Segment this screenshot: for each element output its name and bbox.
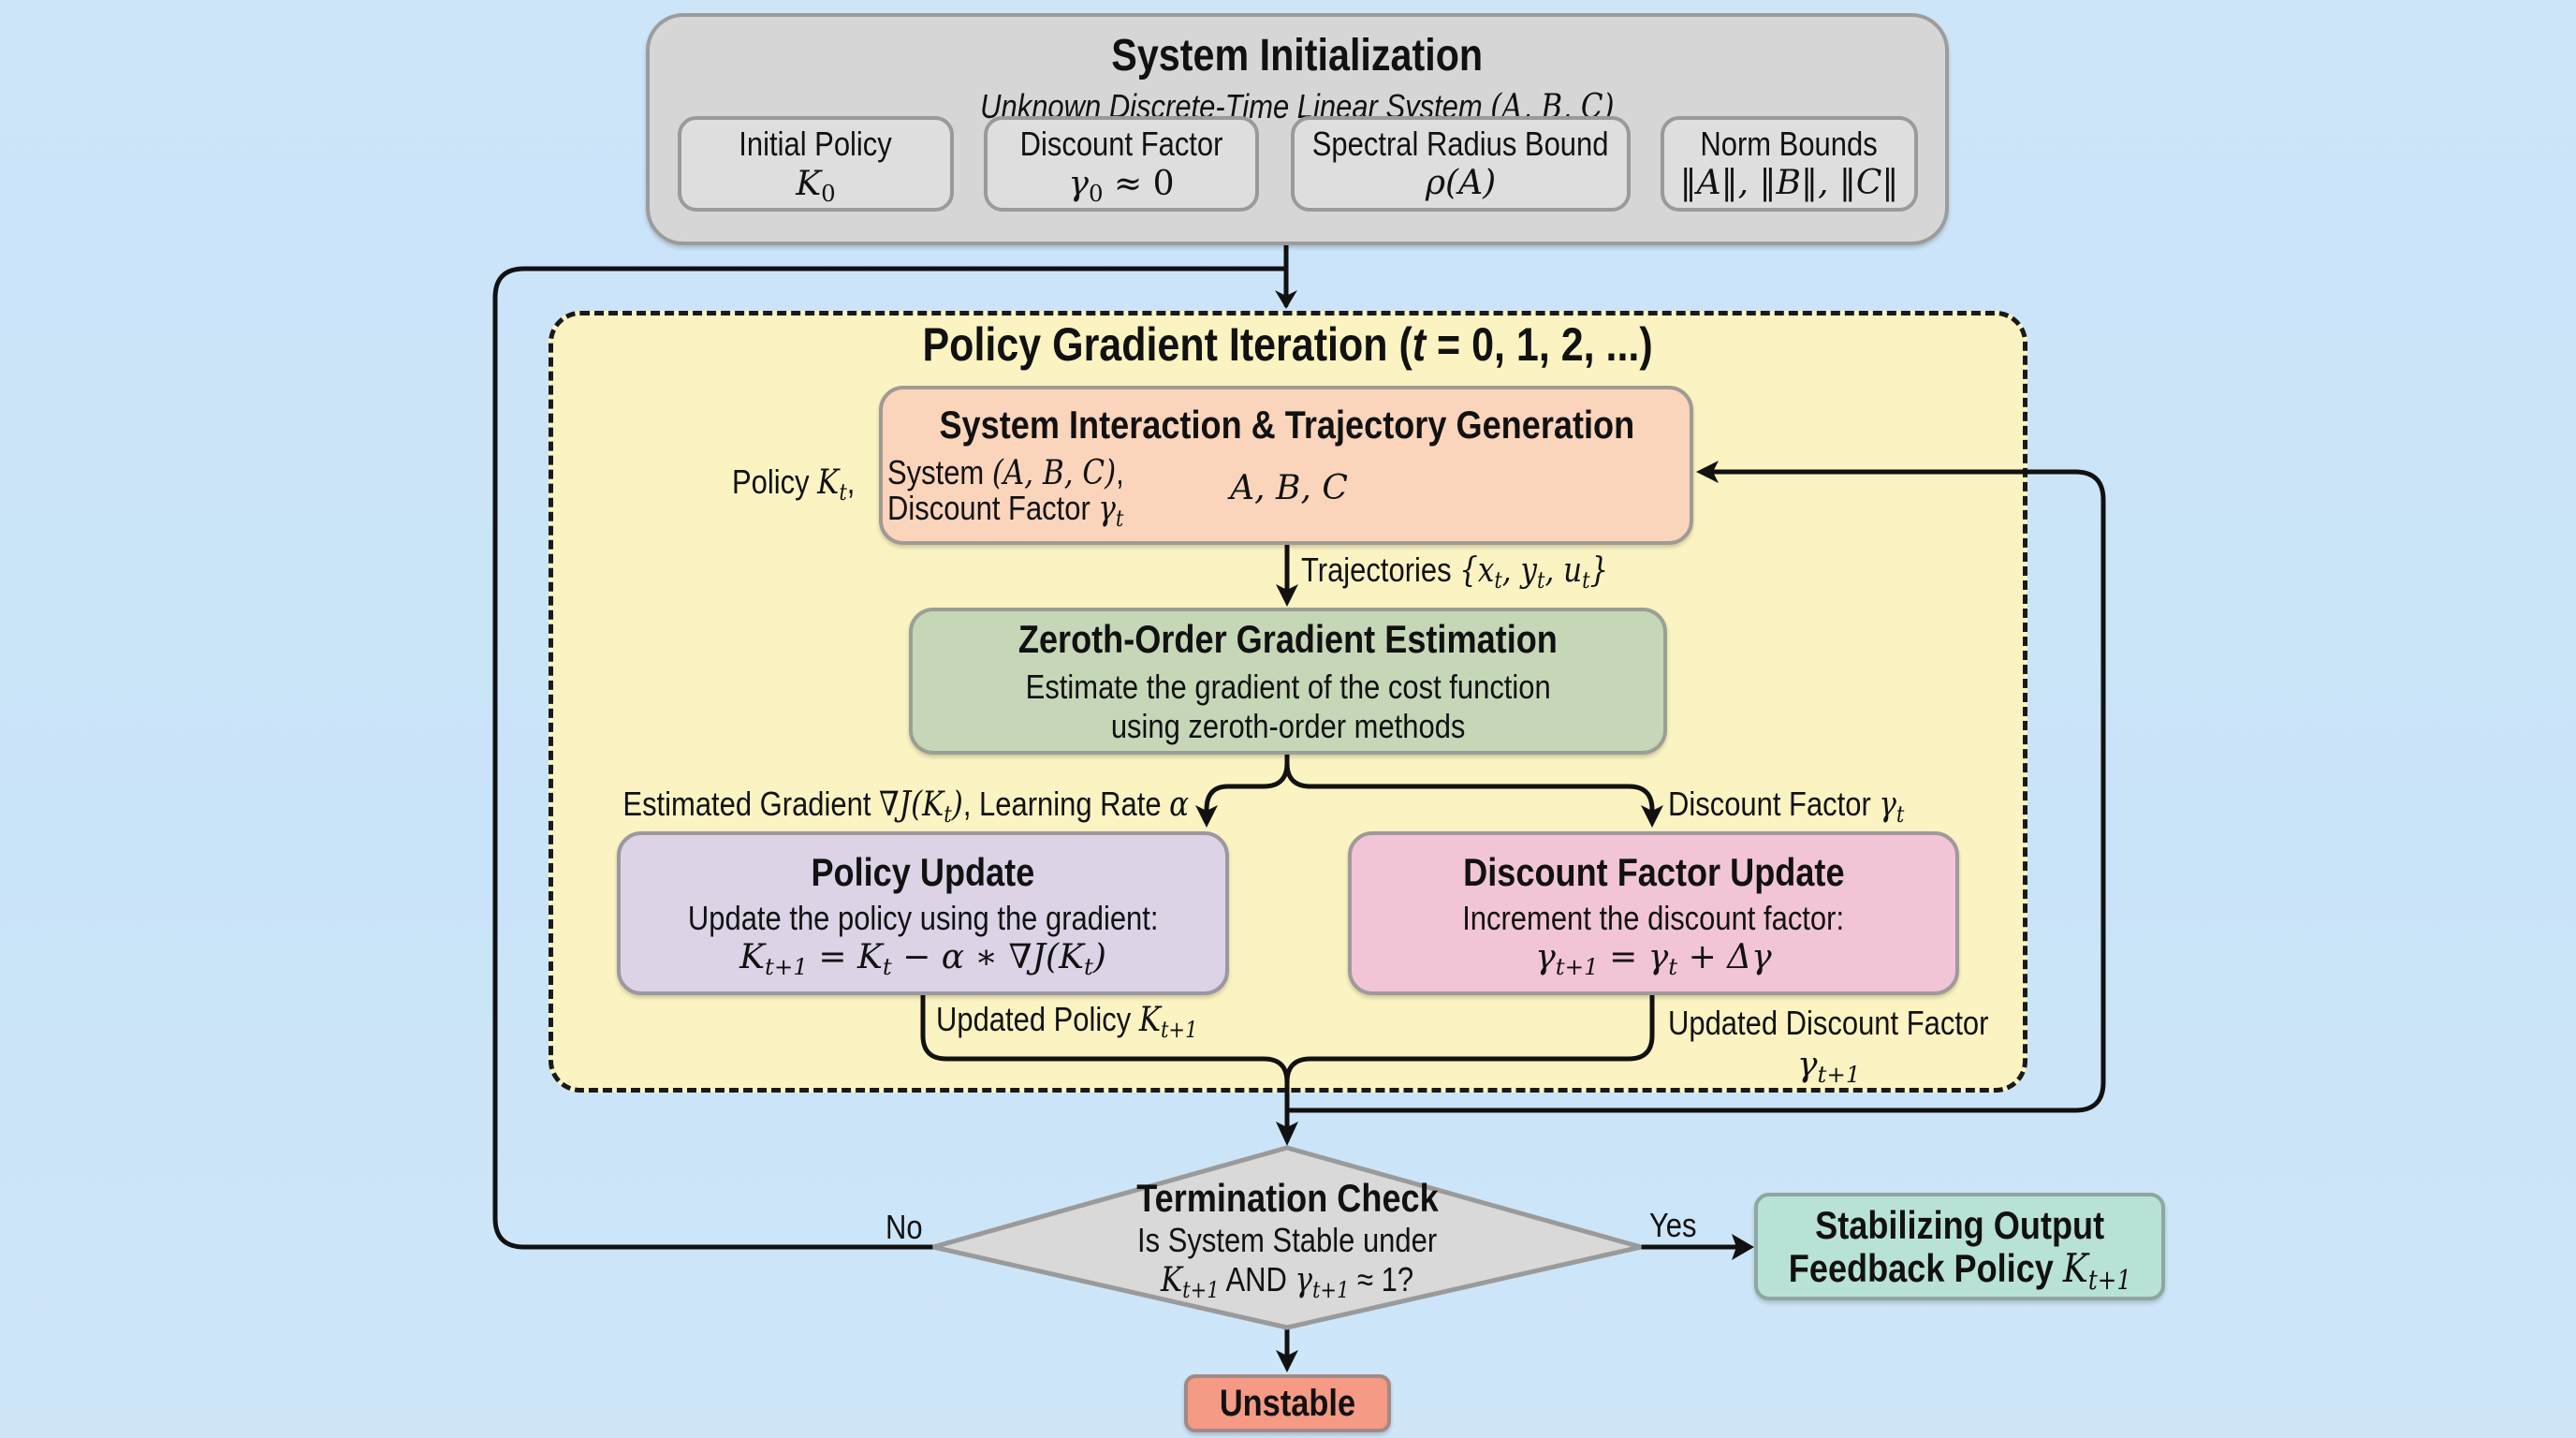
system-interaction-title: System Interaction & Trajectory Generati… xyxy=(939,403,1635,447)
termination-condition-line1: Is System Stable under xyxy=(1136,1221,1438,1259)
estimated-gradient-label: Estimated Gradient ∇J(Kt), Learning Rate… xyxy=(622,785,1189,828)
updated-policy-label: Updated Policy Kt+1 xyxy=(936,1000,1198,1043)
stabilizing-output-line1: Stabilizing Output xyxy=(1815,1202,2104,1247)
updated-discount-label: Updated Discount Factor xyxy=(1668,1004,1989,1042)
yes-branch-label: Yes xyxy=(1649,1206,1697,1244)
param-norm-bounds: Norm Bounds ‖A‖, ‖B‖, ‖C‖ xyxy=(1661,116,1918,212)
param-spectral-radius-bound: Spectral Radius Bound ρ(A) xyxy=(1291,116,1631,212)
gradient-estimation-desc-1: Estimate the gradient of the cost functi… xyxy=(1025,667,1551,706)
discount-factor-update-equation: γt+1 = γt + Δγ xyxy=(1535,937,1772,980)
param-discount-factor: Discount Factor γ0 ≈ 0 xyxy=(984,116,1259,212)
updated-discount-symbol: γt+1 xyxy=(1797,1046,1861,1088)
unstable-label: Unstable xyxy=(1219,1382,1356,1424)
policy-update-desc: Update the policy using the gradient: xyxy=(687,898,1159,937)
stabilizing-output-line2: Feedback Policy Kt+1 xyxy=(1788,1244,2131,1296)
discount-factor-update-title: Discount Factor Update xyxy=(1462,849,1845,894)
policy-update-equation: Kt+1 = Kt − α ∗ ∇J(Kt) xyxy=(739,937,1106,980)
gradient-estimation-title: Zeroth-Order Gradient Estimation xyxy=(1018,616,1558,661)
arrowhead-init xyxy=(1275,290,1297,309)
system-interaction-box: System Interaction & Trajectory Generati… xyxy=(879,386,1693,545)
stabilizing-output-box: Stabilizing Output Feedback Policy Kt+1 xyxy=(1754,1193,2165,1300)
gradient-estimation-desc-2: using zeroth-order methods xyxy=(1110,706,1466,745)
gradient-estimation-box: Zeroth-Order Gradient Estimation Estimat… xyxy=(909,608,1667,755)
arrowhead-unstable xyxy=(1276,1350,1298,1372)
discount-factor-update-desc: Increment the discount factor: xyxy=(1462,898,1845,937)
termination-check-title: Termination Check xyxy=(1135,1176,1439,1220)
system-node-label: A, B, C xyxy=(1230,469,1348,507)
arrowhead-termination xyxy=(1276,1122,1298,1146)
discount-factor-label: Discount Factor γt xyxy=(1668,785,1905,828)
trajectories-label: Trajectories {xt, yt, ut} xyxy=(1301,550,1609,594)
termination-check-text: Termination Check Is System Stable under… xyxy=(1039,1176,1535,1303)
unstable-box: Unstable xyxy=(1184,1374,1391,1432)
policy-update-title: Policy Update xyxy=(811,849,1035,894)
iteration-title: Policy Gradient Iteration (t = 0, 1, 2, … xyxy=(922,318,1654,371)
discount-factor-update-box: Discount Factor Update Increment the dis… xyxy=(1348,831,1959,995)
param-initial-policy: Initial Policy K0 xyxy=(678,116,954,212)
policy-update-box: Policy Update Update the policy using th… xyxy=(617,831,1229,995)
system-initialization-title: System Initialization xyxy=(1111,31,1484,81)
termination-condition-line2: Kt+1 AND γt+1 ≈ 1? xyxy=(1160,1260,1414,1303)
system-input-line2: Discount Factor γt xyxy=(887,489,1124,532)
system-input-line1: System (A, B, C), xyxy=(887,453,1124,492)
no-branch-label: No xyxy=(886,1208,923,1246)
arrowhead-yes xyxy=(1732,1234,1754,1260)
policy-input-label: Policy Kt, xyxy=(732,462,856,506)
